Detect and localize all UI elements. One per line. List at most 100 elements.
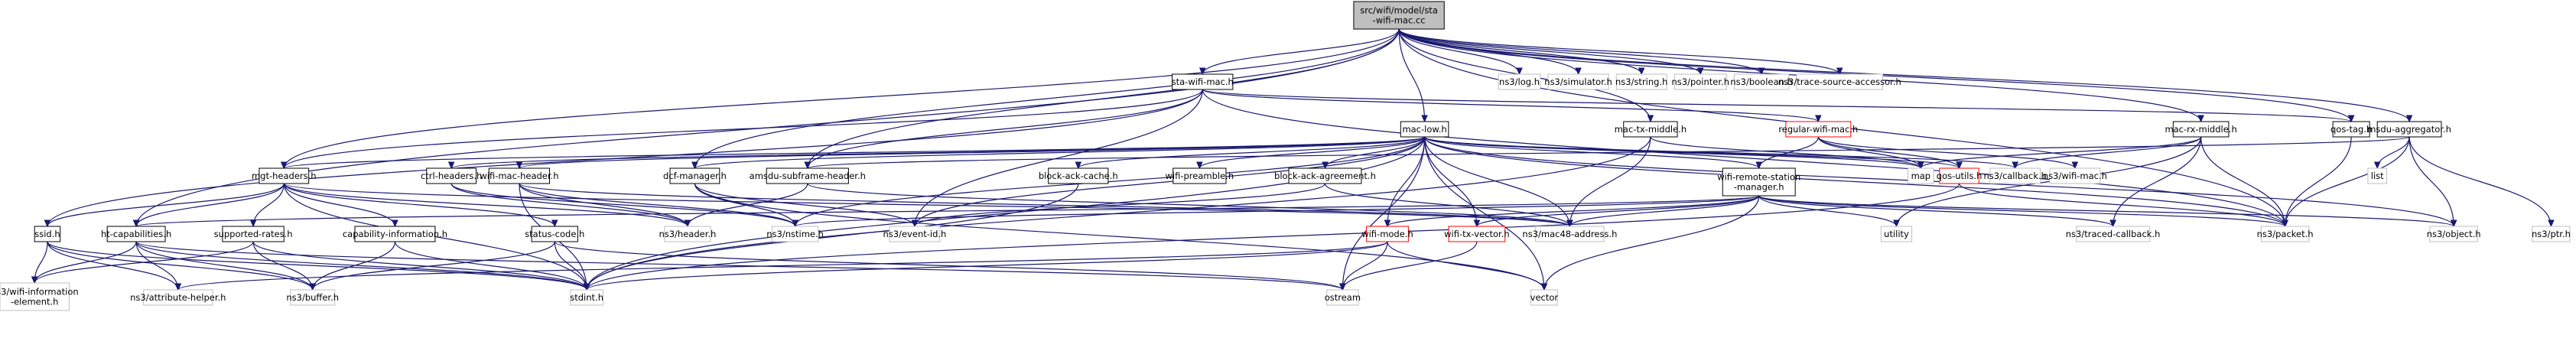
node-label: ns3/event-id.h: [883, 229, 947, 239]
node-label: wifi-mac-header.h: [480, 171, 558, 181]
node-label: dcf-manager.h: [663, 171, 727, 181]
node-label: ns3/boolean.h: [1730, 76, 1792, 87]
edge-block_ack_cache_h-to-stdint_h: [587, 183, 1079, 290]
edge-status_code_h-to-stdint_h: [554, 241, 587, 290]
node-ctrl-headers-h[interactable]: ctrl-headers.h: [421, 167, 482, 184]
edge-msdu_aggregator_h-to-ns3_ptr_h: [2408, 136, 2551, 226]
node-ostream: ostream: [1325, 289, 1361, 306]
node-mgt-headers-h[interactable]: mgt-headers.h: [252, 167, 317, 184]
edge-ht_capabilities_h-to-ns3_attribute_helper_h: [135, 241, 178, 290]
node-amsdu-subframe-header-h[interactable]: amsdu-subframe-header.h: [750, 167, 866, 184]
node-box: [531, 226, 578, 242]
node-ssid-h[interactable]: ssid.h: [34, 226, 61, 242]
node-label: ns3/string.h: [1615, 76, 1667, 87]
edge-root-to-ns3_string_h: [1398, 28, 1641, 74]
node-ns3-traced-callback-h: ns3/traced-callback.h: [2066, 226, 2161, 242]
edge-capability_information_h-to-ns3_buffer_h: [313, 241, 396, 290]
node-label: ssid.h: [34, 229, 60, 239]
node-box: [143, 289, 213, 306]
edge-ctrl_headers_h-to-ns3_header_h: [450, 183, 688, 226]
node-box: [1366, 226, 1409, 242]
edge-root-to-dcf_manager_h: [694, 28, 1400, 168]
node-dcf-manager-h[interactable]: dcf-manager.h: [663, 167, 727, 184]
node-box: [2076, 226, 2151, 242]
node-sta-wifi-mac-h[interactable]: sta-wifi-mac.h: [1172, 73, 1234, 90]
edge-supported_rates_h-to-stdint_h: [252, 241, 587, 290]
edge-mgt_headers_h-to-ns3_mac48_address_h: [283, 183, 1569, 226]
node-label: mac-low.h: [1402, 124, 1446, 135]
node-mac-tx-middle-h[interactable]: mac-tx-middle.h: [1615, 121, 1686, 138]
node-box: [669, 167, 720, 184]
node-label: wifi-remote-station: [1717, 172, 1800, 183]
node-wifi-mode-h[interactable]: wifi-mode.h: [1361, 226, 1413, 242]
edge-mac_low_h-to-wifi_tx_vector_h: [1423, 136, 1477, 226]
edge-mac_low_h-to-map: [1423, 136, 1921, 168]
edge-mgt_headers_h-to-ns3_header_h: [283, 183, 688, 226]
edge-wifi_mode_h-to-vector: [1387, 241, 1544, 290]
node-label: list: [2371, 171, 2384, 181]
edge-ssid_h-to-stdint_h: [47, 241, 587, 290]
node-box: [1048, 167, 1109, 184]
node-box: [34, 226, 61, 242]
node-qos-utils-h[interactable]: qos-utils.h: [1937, 167, 1982, 184]
node-box: [1547, 73, 1609, 90]
node-label: mac-tx-middle.h: [1615, 124, 1686, 135]
node-qos-tag-h[interactable]: qos-tag.h: [2330, 121, 2372, 138]
node-block-ack-cache-h[interactable]: block-ack-cache.h: [1039, 167, 1118, 184]
edge-wifi_remote_station_manager_h-to-utility: [1758, 195, 1897, 226]
node-box: [2376, 121, 2442, 138]
edge-wifi_mode_h-to-ostream: [1342, 241, 1388, 290]
node-label: ns3/trace-source-accessor.h: [1778, 76, 1901, 87]
node-box: [1615, 73, 1667, 90]
node-ns3-mac48-address-h: ns3/mac48-address.h: [1522, 226, 1617, 242]
node-label: ns3/ptr.h: [2532, 229, 2571, 239]
edge-mac_low_h-to-block_ack_agreement_h: [1325, 136, 1426, 168]
node-ns3-wifi-mac-h: ns3/wifi-mac.h: [2043, 167, 2107, 184]
node-label: qos-tag.h: [2330, 124, 2372, 135]
node-ns3-boolean-h: ns3/boolean.h: [1730, 73, 1793, 90]
node-mac-rx-middle-h[interactable]: mac-rx-middle.h: [2165, 121, 2237, 138]
node-label: map: [1911, 171, 1931, 181]
node-label: ns3/traced-callback.h: [2066, 229, 2161, 239]
node-ns3-callback-h: ns3/callback.h: [1983, 167, 2047, 184]
node-capability-information-h[interactable]: capability-information.h: [343, 226, 447, 242]
node-wifi-remote-station-manager-h[interactable]: wifi-remote-station-manager.h: [1717, 167, 1800, 197]
edge-root-to-amsdu_subframe_header_h: [808, 28, 1400, 168]
edge-root-to-ns3_log_h: [1398, 28, 1519, 74]
node-box: [1172, 73, 1234, 90]
node-supported-rates-h[interactable]: supported-rates.h: [214, 226, 293, 242]
edge-wifi_mode_h-to-ns3_attribute_helper_h: [178, 241, 1388, 290]
node-wifi-tx-vector-h[interactable]: wifi-tx-vector.h: [1444, 226, 1510, 242]
edge-wifi_remote_station_manager_h-to-vector: [1544, 195, 1760, 290]
node-box: [664, 226, 711, 242]
node-box: [1880, 226, 1913, 242]
node-msdu-aggregator-h[interactable]: msdu-aggregator.h: [2367, 121, 2451, 138]
node-box: [1448, 226, 1506, 242]
node-label: ostream: [1325, 292, 1361, 303]
edge-wifi_remote_station_manager_h-to-ht_capabilities_h: [136, 195, 1760, 226]
node-ns3-object-h: ns3/object.h: [2427, 226, 2481, 242]
node-regular-wifi-mac-h[interactable]: regular-wifi-mac.h: [1778, 121, 1858, 138]
edge-mac_low_h-to-ns3_nstime_h: [795, 136, 1426, 226]
node-wifi-preamble-h[interactable]: wifi-preamble.h: [1166, 167, 1234, 184]
node-block-ack-agreement-h[interactable]: block-ack-agreement.h: [1274, 167, 1376, 184]
edge-mac_low_h-to-wifi_mac_header_h: [519, 136, 1426, 168]
node-label: block-ack-agreement.h: [1274, 171, 1376, 181]
node-wifi-mac-header-h[interactable]: wifi-mac-header.h: [480, 167, 558, 184]
node-ns3-header-h: ns3/header.h: [659, 226, 716, 242]
node-label: ns3/pointer.h: [1672, 76, 1730, 87]
edge-mac_tx_middle_h-to-map: [1650, 136, 1921, 168]
node-label: mgt-headers.h: [252, 171, 317, 181]
node-box: [106, 226, 166, 242]
node-root[interactable]: src/wifi/model/sta-wifi-mac.cc: [1353, 1, 1445, 30]
edge-regular_wifi_mac_h-to-map: [1817, 136, 1921, 168]
node-ns3-string-h: ns3/string.h: [1615, 73, 1667, 90]
edge-mgt_headers_h-to-supported_rates_h: [253, 183, 285, 226]
node-status-code-h[interactable]: status-code.h: [525, 226, 584, 242]
node-label: supported-rates.h: [214, 229, 293, 239]
node-label: capability-information.h: [343, 229, 447, 239]
node-ns3-wifi-information-element-h: ns3/wifi-information-element.h: [0, 282, 79, 311]
node-label: sta-wifi-mac.h: [1172, 76, 1234, 87]
node-ht-capabilities-h[interactable]: ht-capabilities.h: [101, 226, 171, 242]
node-mac-low-h[interactable]: mac-low.h: [1400, 121, 1449, 138]
